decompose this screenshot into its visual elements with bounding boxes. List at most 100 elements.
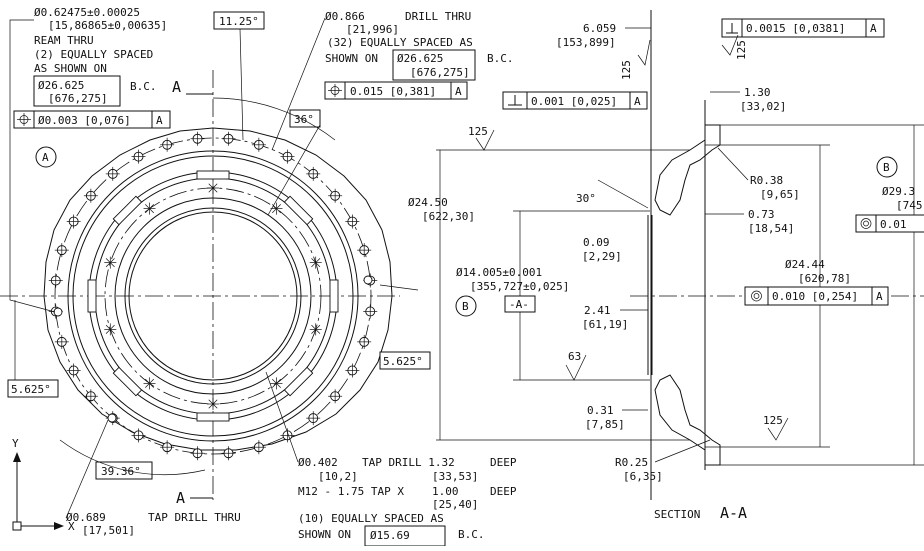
tap-thru-metric: [17,501] bbox=[82, 524, 135, 537]
drill-callout: Ø0.866 DRILL THRU [21,996] (32) EQUALLY … bbox=[271, 10, 514, 151]
view-balloon-a bbox=[35, 146, 57, 168]
bolt-hole bbox=[54, 334, 69, 349]
dim-6059: 6.059 bbox=[583, 22, 616, 35]
angle-5625-leader bbox=[379, 284, 419, 291]
dim-073: 0.73 bbox=[748, 208, 775, 221]
position-tolerance: Ø0.003 [0,076] bbox=[38, 114, 131, 127]
datum-b-balloon bbox=[455, 295, 477, 317]
drill-bc-label: B.C. bbox=[487, 52, 514, 65]
tap-hole bbox=[270, 202, 283, 215]
section-title-mark: A-A bbox=[720, 504, 747, 522]
angle-5625-left-box bbox=[7, 379, 59, 398]
bolt-hole bbox=[357, 334, 372, 349]
slot bbox=[283, 366, 314, 397]
bc-metric: [676,275] bbox=[48, 92, 108, 105]
position-fcf bbox=[13, 110, 171, 129]
tap-hole bbox=[143, 202, 156, 215]
tap-hole bbox=[104, 256, 117, 269]
tap-dia: Ø0.402 bbox=[298, 456, 338, 469]
finish-125-a: 125 bbox=[620, 60, 633, 80]
tap-hole bbox=[104, 323, 117, 336]
dim-241: 2.41 bbox=[584, 304, 611, 317]
ream-spacing: (2) EQUALLY SPACED bbox=[34, 48, 153, 61]
slot bbox=[196, 170, 230, 180]
ream-callout: Ø0.62475±0.00025 [15,86865±0,00635] REAM… bbox=[9, 6, 213, 313]
angle-5625-right-box bbox=[379, 351, 431, 370]
tap-leader bbox=[265, 371, 299, 463]
bolt-hole bbox=[190, 446, 205, 461]
drill-dia: Ø0.866 bbox=[325, 10, 365, 23]
dia-2444-metric: [620,78] bbox=[798, 272, 851, 285]
bc-label: B.C. bbox=[130, 80, 157, 93]
tap-depth: 1.00 bbox=[432, 485, 459, 498]
angle-30: 30° bbox=[576, 192, 596, 205]
angle-5625-right: 5.625° bbox=[383, 355, 423, 368]
bolt-hole bbox=[306, 166, 321, 181]
bolt-hole bbox=[54, 243, 69, 258]
finish-symbol bbox=[721, 34, 739, 56]
datum-a: -A- bbox=[509, 298, 529, 311]
finish-125-c: 125 bbox=[468, 125, 488, 138]
tap-hole bbox=[309, 256, 322, 269]
concentricity-tol: 0.010 [0,254] bbox=[772, 290, 858, 303]
datum-b-right-balloon bbox=[876, 156, 898, 178]
angle-5625-left: 5.625° bbox=[11, 383, 51, 396]
angle-30-leader bbox=[597, 179, 649, 209]
bolt-hole bbox=[328, 389, 343, 404]
view-balloon-a-label: A bbox=[42, 151, 49, 164]
bc-basic-box bbox=[33, 75, 121, 107]
bolt-hole bbox=[345, 214, 360, 229]
bolt-hole bbox=[221, 131, 236, 146]
tap-deep-2: DEEP bbox=[490, 485, 517, 498]
ream-hole bbox=[363, 275, 373, 285]
slot bbox=[112, 195, 143, 226]
datum-a-box bbox=[504, 295, 536, 313]
right-fcf bbox=[855, 214, 924, 233]
perpendicularity-2-datum: A bbox=[634, 95, 641, 108]
angle-11-25-leader bbox=[239, 28, 244, 141]
ream-metric: [15,86865±0,00635] bbox=[48, 19, 167, 32]
perpendicularity-2-tol: 0.001 [0,025] bbox=[531, 95, 617, 108]
dim-009: 0.09 bbox=[583, 236, 610, 249]
slot bbox=[283, 195, 314, 226]
concentricity-icon bbox=[860, 218, 872, 229]
drill-fcf bbox=[324, 81, 468, 100]
drill-fcf-tolerance: 0.015 [0,381] bbox=[350, 85, 436, 98]
drill-fcf-datum: A bbox=[455, 85, 462, 98]
dia-14005-metric: [355,727±0,025] bbox=[470, 280, 569, 293]
bolt-hole bbox=[48, 273, 63, 288]
tap-drill: TAP DRILL 1.32 bbox=[362, 456, 455, 469]
tap-bc-label: B.C. bbox=[458, 528, 485, 541]
angle-3936: 39.36° bbox=[101, 465, 141, 478]
dim-130: 1.30 bbox=[744, 86, 771, 99]
finish-63: 63 bbox=[568, 350, 581, 363]
bolt-holes bbox=[48, 131, 378, 461]
angle-11-25: 11.25° bbox=[219, 15, 259, 28]
bolt-hole bbox=[66, 363, 81, 378]
bolt-hole bbox=[190, 131, 205, 146]
tap-thread: M12 - 1.75 TAP X bbox=[298, 485, 404, 498]
bolt-hole bbox=[131, 428, 146, 443]
finish-symbol bbox=[475, 129, 495, 151]
slots bbox=[87, 170, 339, 422]
tap-metric-2: [25,40] bbox=[432, 498, 478, 511]
angle-36-arc bbox=[212, 97, 336, 141]
finish-125-d: 125 bbox=[763, 414, 783, 427]
dia-293-metric: [745 bbox=[896, 199, 923, 212]
angle-36-leader bbox=[267, 124, 321, 216]
section-view: 6.059 [153,899] 0.0015 [0,0381] A 125 12… bbox=[408, 10, 924, 522]
perpendicularity-icon bbox=[726, 23, 738, 34]
finish-symbol bbox=[565, 354, 587, 381]
dim-031-metric: [7,85] bbox=[585, 418, 625, 431]
tap-hole bbox=[207, 398, 219, 410]
concentricity-datum: A bbox=[876, 290, 883, 303]
dim-6059-metric: [153,899] bbox=[556, 36, 616, 49]
bolt-hole bbox=[251, 137, 266, 152]
bolt-hole bbox=[66, 214, 81, 229]
dia-2450-metric: [622,30] bbox=[422, 210, 475, 223]
datum-b-right: B bbox=[883, 161, 890, 174]
tap-shown-on: SHOWN ON bbox=[298, 528, 351, 541]
drill-count: (32) EQUALLY SPACED AS bbox=[327, 36, 473, 49]
drill-shown-on: SHOWN ON bbox=[325, 52, 378, 65]
